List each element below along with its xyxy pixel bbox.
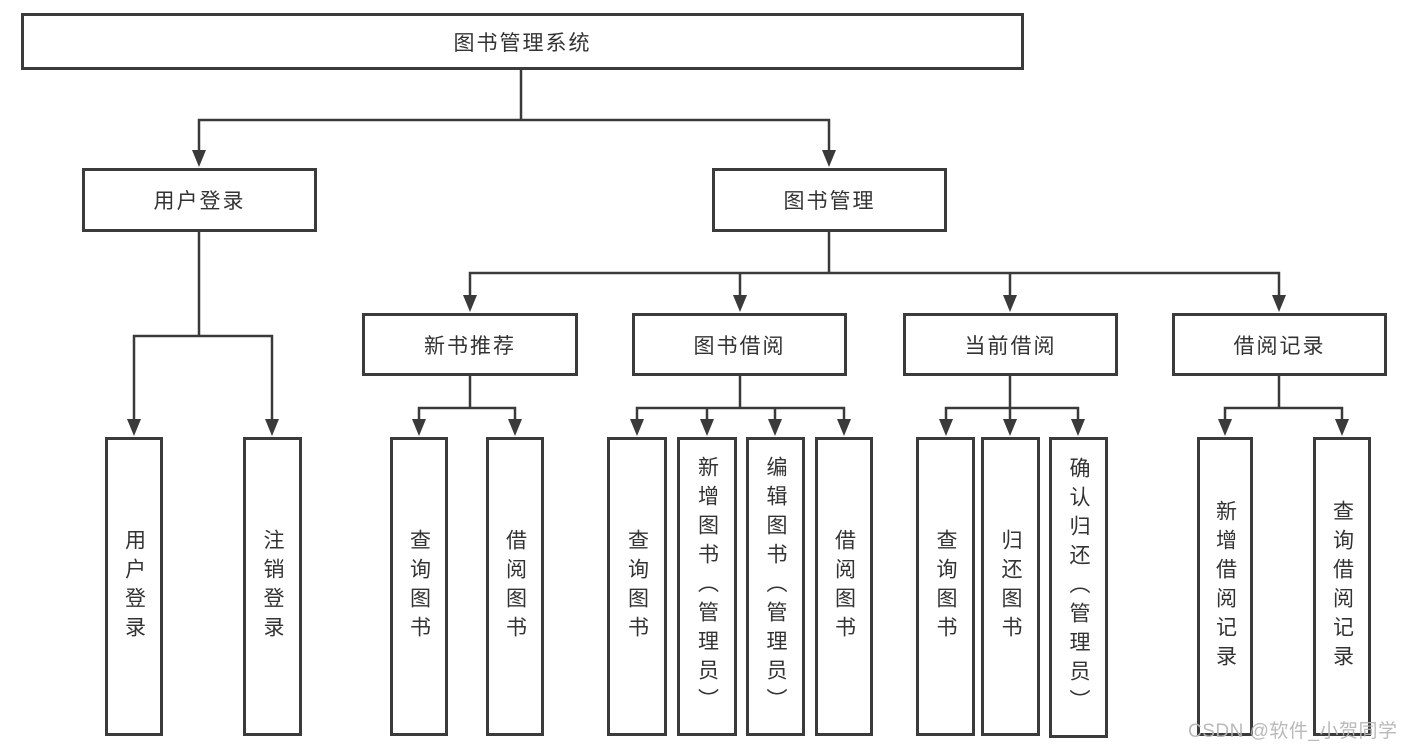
node-user-login: 用户登录: [82, 168, 317, 232]
leaf-current-query-books: 查询图书: [916, 437, 975, 736]
csdn-watermark: CSDN @软件_小贺同学: [1188, 721, 1398, 742]
node-borrow-records: 借阅记录: [1172, 313, 1387, 376]
leaf-borrow-books: 借阅图书: [815, 437, 873, 736]
leaf-edit-books-admin: 编辑图书（管理员）: [746, 437, 805, 736]
connector-records-to-leaves: [1218, 374, 1349, 436]
connector-root-to-level2: [192, 68, 836, 167]
connector-bookmgmt-to-level3: [463, 230, 1286, 312]
node-user-login-label: 用户登录: [153, 190, 246, 213]
leaf-borrow-query-books: 查询图书: [607, 437, 667, 736]
connector-currentborrow-to-leaves: [939, 374, 1085, 436]
leaf-add-borrow-record: 新增借阅记录: [1197, 437, 1253, 736]
leaf-current-query-books-label: 查询图书: [934, 528, 957, 645]
connector-userlogin-to-leaves: [127, 230, 279, 436]
leaf-edit-books-admin-label: 编辑图书（管理员）: [764, 456, 787, 717]
node-book-borrow-label: 图书借阅: [693, 334, 786, 358]
leaf-query-borrow-record: 查询借阅记录: [1313, 437, 1371, 736]
leaf-return-books-label: 归还图书: [999, 528, 1022, 645]
leaf-logout: 注销登录: [243, 437, 302, 736]
leaf-add-borrow-record-label: 新增借阅记录: [1213, 499, 1237, 674]
leaf-confirm-return-admin-label: 确认归还（管理员）: [1067, 457, 1090, 718]
leaf-add-books-admin: 新增图书（管理员）: [677, 437, 737, 736]
leaf-query-borrow-record-label: 查询借阅记录: [1330, 499, 1354, 674]
node-book-borrow: 图书借阅: [632, 313, 847, 376]
node-borrow-records-label: 借阅记录: [1233, 334, 1326, 358]
leaf-user-login: 用户登录: [105, 437, 163, 736]
leaf-newbook-borrow-books-label: 借阅图书: [503, 528, 527, 645]
connector-bookborrow-to-leaves: [630, 374, 851, 436]
leaf-newbook-query-books-label: 查询图书: [407, 528, 431, 645]
leaf-return-books: 归还图书: [981, 437, 1040, 736]
leaf-user-login-label: 用户登录: [122, 528, 146, 645]
node-root-system: 图书管理系统: [21, 13, 1024, 70]
node-book-management-label: 图书管理: [783, 190, 876, 213]
node-new-book-recommend: 新书推荐: [362, 313, 578, 376]
leaf-confirm-return-admin: 确认归还（管理员）: [1049, 437, 1108, 738]
node-current-borrow-label: 当前借阅: [964, 334, 1057, 358]
leaf-logout-label: 注销登录: [261, 528, 284, 645]
connector-newbook-to-leaves: [412, 374, 522, 436]
node-book-management: 图书管理: [712, 168, 947, 232]
leaf-add-books-admin-label: 新增图书（管理员）: [695, 456, 719, 717]
node-current-borrow: 当前借阅: [903, 313, 1118, 376]
leaf-newbook-borrow-books: 借阅图书: [486, 437, 544, 736]
leaf-newbook-query-books: 查询图书: [390, 437, 448, 736]
leaf-borrow-query-books-label: 查询图书: [625, 528, 649, 645]
node-new-book-recommend-label: 新书推荐: [424, 334, 516, 358]
node-root-label: 图书管理系统: [453, 31, 592, 55]
leaf-borrow-books-label: 借阅图书: [832, 528, 856, 645]
